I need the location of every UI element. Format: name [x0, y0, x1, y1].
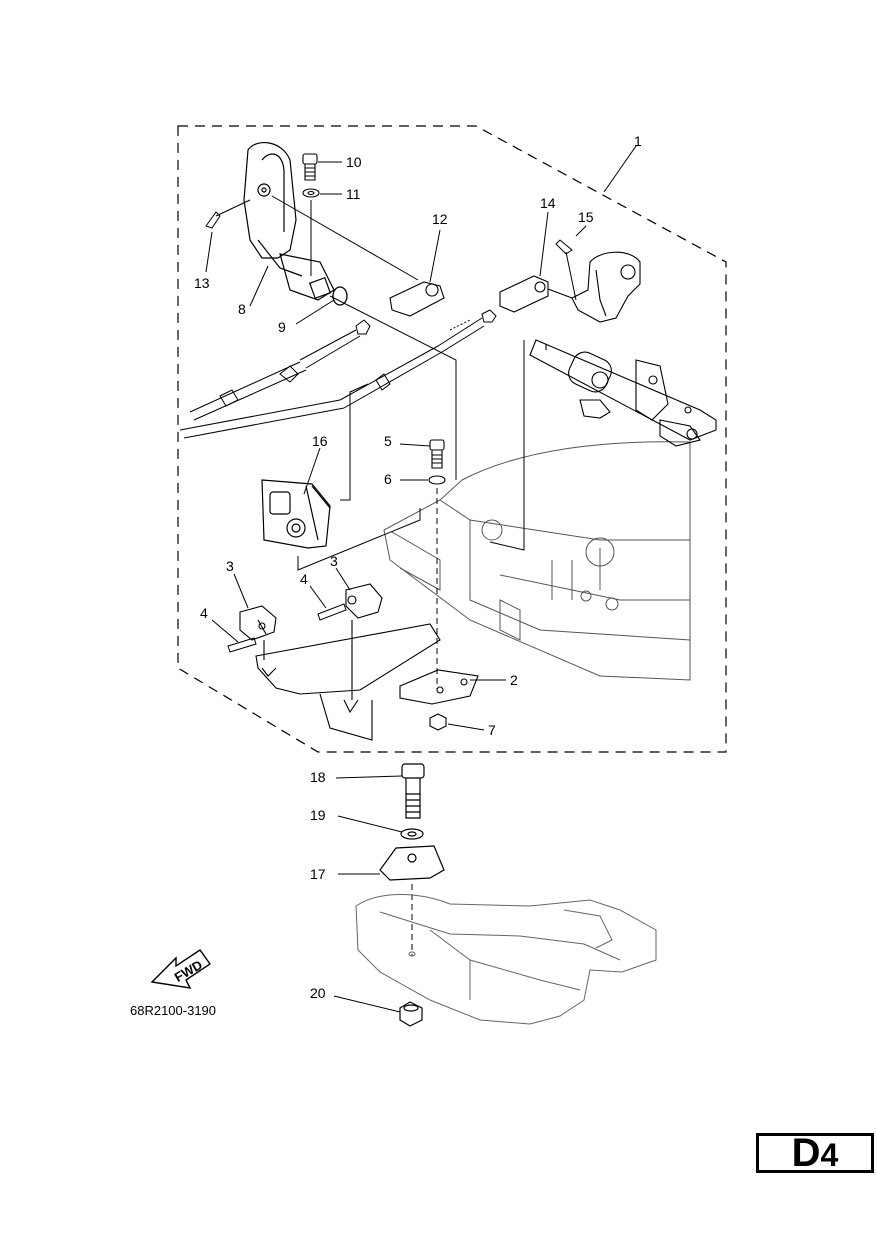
cotter-pin-15 [555, 239, 577, 301]
fwd-arrow-icon: FWD [150, 949, 211, 989]
callout-20: 20 [310, 985, 326, 1001]
bolt-10 [302, 153, 318, 181]
bracket-17 [379, 845, 445, 881]
washer-19 [400, 828, 424, 840]
pin-4-right [317, 603, 347, 621]
pin-4-left [227, 637, 257, 653]
throttle-lever-8 [243, 142, 335, 301]
cable-joint-12 [389, 281, 445, 317]
callout-7: 7 [488, 722, 496, 738]
throttle-cable [189, 319, 371, 421]
callout-19: 19 [310, 807, 326, 823]
callout-5: 5 [384, 433, 392, 449]
shift-cable [179, 309, 497, 439]
cotter-pin-13 [205, 199, 251, 229]
callout-17: 17 [310, 866, 326, 882]
bolt-18 [401, 763, 425, 819]
nut-7 [429, 713, 447, 731]
shift-lever [571, 251, 641, 323]
page-badge-number: 4 [820, 1137, 839, 1173]
callout-6: 6 [384, 471, 392, 487]
callout-10: 10 [346, 154, 362, 170]
bottom-cowling-ghost [383, 441, 691, 681]
bracket-2 [399, 669, 479, 705]
holder-3-left [239, 605, 277, 641]
callout-13: 13 [194, 275, 210, 291]
page-badge-letter: D [791, 1131, 821, 1175]
swivel-bracket-ghost [355, 894, 657, 1025]
callout-14: 14 [540, 195, 556, 211]
callout-12: 12 [432, 211, 448, 227]
cable-holder-16 [261, 479, 331, 549]
clip-plate [255, 620, 441, 741]
callout-2: 2 [510, 672, 518, 688]
o-ring-9 [332, 286, 348, 306]
assembly-boundary [177, 125, 727, 753]
callout-15: 15 [578, 209, 594, 225]
callout-4-left: 4 [200, 605, 208, 621]
holder-3-right [345, 583, 383, 619]
callout-11: 11 [346, 186, 361, 202]
callout-3-left: 3 [226, 558, 234, 574]
callout-labels: 1 2 3 3 4 4 5 6 7 8 9 10 11 12 13 14 15 … [194, 133, 642, 1001]
callout-1: 1 [634, 133, 642, 149]
bolt-5 [429, 439, 445, 469]
callout-16: 16 [312, 433, 328, 449]
cable-joint-14 [499, 275, 573, 313]
callout-3-right: 3 [330, 553, 338, 569]
part-code: 68R2100-3190 [130, 1003, 216, 1018]
callout-4-right: 4 [300, 571, 308, 587]
callout-18: 18 [310, 769, 326, 785]
page-badge: D4 [756, 1133, 874, 1173]
callout-9: 9 [278, 319, 286, 335]
callout-8: 8 [238, 301, 246, 317]
page-badge-text: D4 [759, 1133, 871, 1173]
nut-20 [399, 1001, 423, 1027]
washer-6 [428, 475, 446, 485]
shift-rod-assembly [529, 339, 717, 447]
leader-lines [205, 145, 637, 1013]
washer-11 [302, 188, 320, 198]
